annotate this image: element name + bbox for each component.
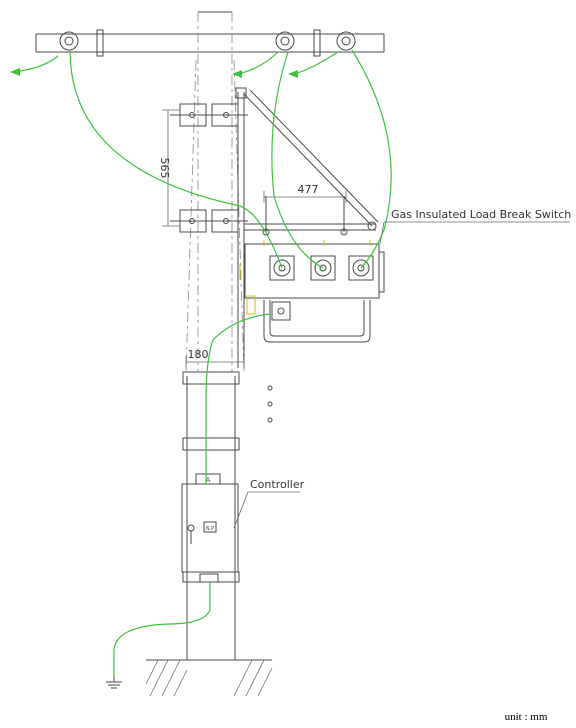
dimension-565: 565 xyxy=(158,109,180,227)
bushing-2 xyxy=(310,255,336,281)
switch-handle xyxy=(263,300,371,343)
cables xyxy=(13,49,392,676)
bracket-post xyxy=(235,87,247,368)
junction-box xyxy=(246,295,291,321)
dimension-180-label: 180 xyxy=(188,348,209,361)
cross-arm xyxy=(35,29,385,57)
switch-label: Gas Insulated Load Break Switch xyxy=(391,208,571,221)
triangular-support xyxy=(243,89,379,236)
ground-hatch xyxy=(145,659,273,697)
lower-pole-clamp xyxy=(170,209,248,233)
pole xyxy=(182,11,245,660)
controller-callout: Controller xyxy=(233,478,305,529)
controller-label: Controller xyxy=(250,478,305,491)
dimension-477-label: 477 xyxy=(298,183,319,196)
svg-text:A: A xyxy=(206,476,211,484)
dimension-180: 180 xyxy=(185,348,245,368)
bushing-3 xyxy=(348,255,374,281)
insulator-left xyxy=(59,31,79,51)
insulator-right xyxy=(336,31,356,51)
cable-clips xyxy=(267,385,273,423)
controller-box: A N.P xyxy=(181,473,239,583)
insulator-middle xyxy=(275,31,295,51)
controller-plate-label: N.P xyxy=(206,526,214,532)
earth-symbol xyxy=(106,676,122,689)
load-break-switch-body xyxy=(239,240,385,299)
bushing-1 xyxy=(269,255,295,281)
cable-arrows xyxy=(10,68,298,78)
unit-label: unit : mm xyxy=(505,711,548,723)
dimension-565-label: 565 xyxy=(158,158,171,179)
upper-pole-clamp xyxy=(170,103,248,127)
switch-callout: Gas Insulated Load Break Switch xyxy=(379,208,571,245)
dimension-477: 477 xyxy=(263,183,347,203)
